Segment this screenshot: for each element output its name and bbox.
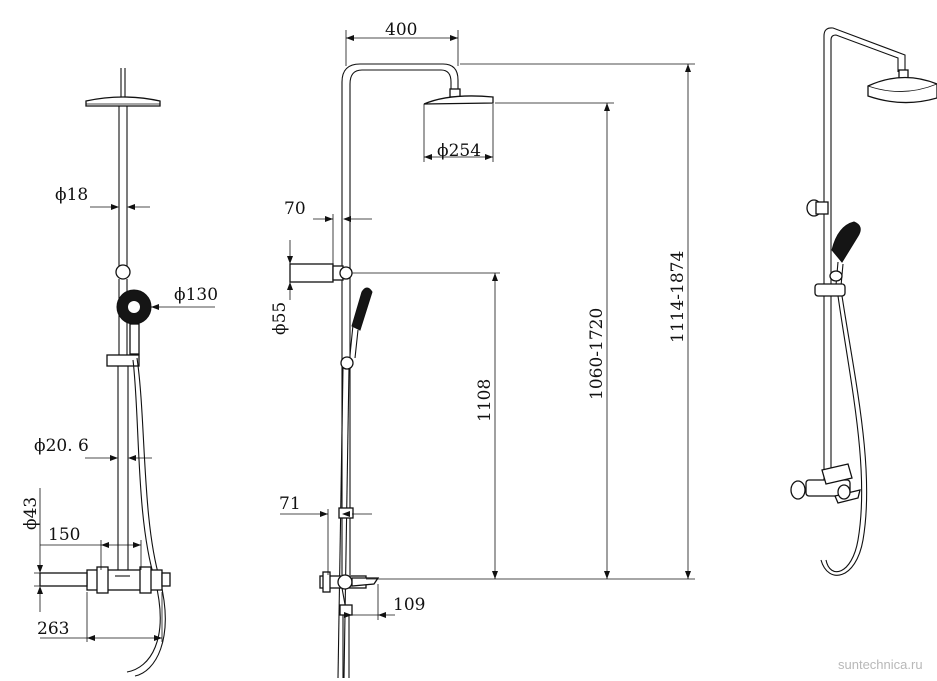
front-hose (134, 357, 166, 677)
side-hand-shower (351, 287, 373, 331)
front-slider (106, 354, 140, 367)
dim-hand-shower-diameter: ϕ130 (174, 285, 218, 305)
front-view (39, 68, 171, 677)
side-upper-bracket (289, 263, 334, 283)
dim-head-diameter: ϕ254 (437, 141, 481, 161)
dim-bracket-height: ϕ55 (270, 302, 290, 335)
dim-mixer-spacing: 150 (48, 525, 80, 545)
front-shower-head (85, 96, 161, 107)
watermark: suntechnica.ru (838, 657, 923, 672)
dim-arm-reach: 400 (385, 20, 417, 40)
side-dimensions (280, 30, 695, 620)
dim-pipe-diameter: ϕ18 (55, 185, 88, 205)
perspective-shower-head (867, 76, 937, 104)
dim-lower-pipe-diameter: ϕ20. 6 (34, 436, 89, 456)
perspective-hand-shower (831, 221, 861, 263)
dim-spout-length: 109 (393, 595, 425, 615)
front-dimensions (34, 204, 215, 642)
front-slider-joint (115, 264, 131, 280)
dim-height-bracket: 1108 (475, 379, 495, 422)
dim-wall-offset-lower: 71 (279, 494, 301, 514)
dim-height-total: 1114-1874 (668, 251, 688, 343)
side-shower-head (423, 95, 494, 105)
dim-wall-offset-upper: 70 (284, 199, 306, 219)
perspective-view (790, 27, 937, 576)
dim-mixer-width: 263 (37, 619, 69, 639)
dim-height-head: 1060-1720 (587, 308, 607, 400)
dim-mixer-body-diameter: ϕ43 (21, 497, 41, 530)
